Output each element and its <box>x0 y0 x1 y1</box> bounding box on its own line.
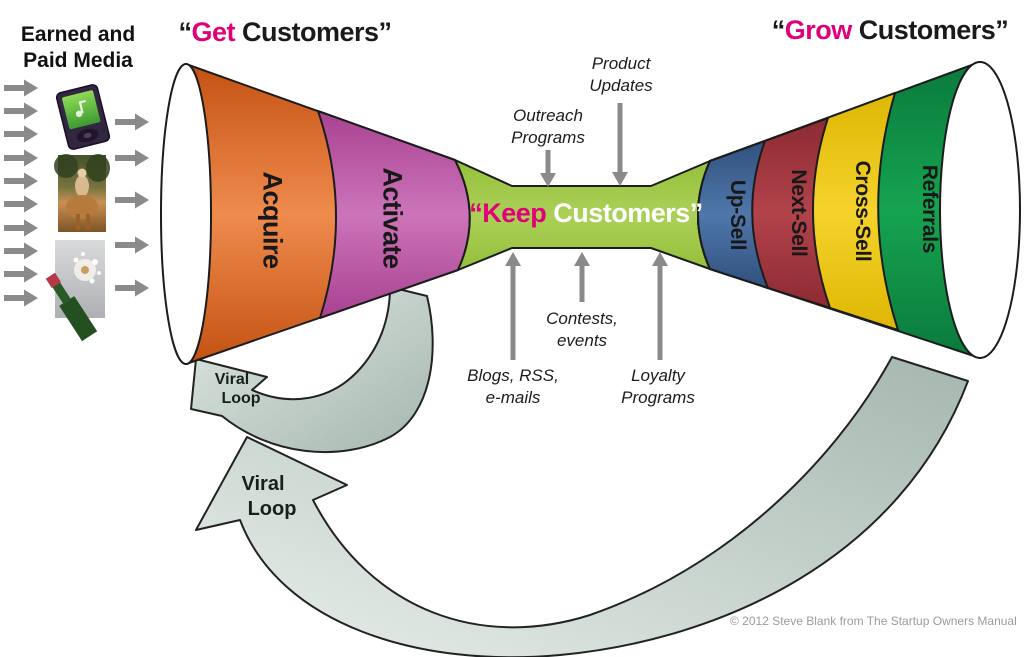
annotation-blogs-rss-emails: Blogs, RSS, e-mails <box>460 365 566 409</box>
get-open-quote: “ <box>178 17 192 47</box>
into-funnel-arrows <box>115 113 149 297</box>
segment-label-cross-sell: Cross-Sell <box>851 160 874 262</box>
viral-loop-small-arrow <box>190 286 434 453</box>
earned-paid-media-line2: Paid Media <box>23 49 133 72</box>
outreach-arrow <box>540 150 556 187</box>
grow-highlight: Grow <box>784 15 853 45</box>
contests-arrow <box>574 252 590 302</box>
earned-paid-media-heading: Earned and Paid Media <box>8 22 148 74</box>
keep-customers-title: “Keep Customers” <box>460 198 712 229</box>
viral-large-line2: Loop <box>247 498 297 520</box>
viral-loop-large-arrow <box>195 356 969 657</box>
right-funnel <box>697 61 1021 359</box>
product-line1: Product <box>591 54 651 73</box>
copyright-text: © 2012 Steve Blank from The Startup Owne… <box>730 614 1017 628</box>
viral-small-line1: Viral <box>214 371 250 388</box>
viral-small-line2: Loop <box>221 390 261 407</box>
get-rest: Customers” <box>234 17 392 47</box>
blogs-line2: e-mails <box>485 388 541 407</box>
segment-label-up-sell: Up-Sell <box>726 179 749 251</box>
inbound-media-arrows <box>4 79 38 307</box>
get-highlight: Get <box>191 17 235 47</box>
segment-label-referrals: Referrals <box>918 164 941 254</box>
loyalty-line1: Loyalty <box>631 366 685 385</box>
left-funnel-mouth <box>160 63 212 365</box>
annotation-arrows <box>505 103 668 360</box>
contests-line2: events <box>556 331 608 350</box>
champagne-photo-icon <box>45 240 105 342</box>
horse-rider-photo-icon <box>54 154 110 232</box>
annotation-outreach-programs: Outreach Programs <box>495 105 601 149</box>
keep-rest: Customers” <box>546 198 703 228</box>
right-funnel-mouth <box>939 61 1021 359</box>
viral-loop-label-large: Viral Loop <box>227 472 299 522</box>
get-customers-title: “Get Customers” <box>170 17 400 48</box>
product-updates-arrow <box>612 103 628 186</box>
annotation-contests-events: Contests, events <box>529 308 635 352</box>
segment-label-activate: Activate <box>377 167 408 269</box>
loyalty-line2: Programs <box>621 388 695 407</box>
segment-label-next-sell: Next-Sell <box>787 169 810 257</box>
segment-up-sell <box>697 140 769 289</box>
grow-open-quote: “ <box>771 15 786 45</box>
blogs-arrow <box>505 252 521 360</box>
annotation-product-updates: Product Updates <box>568 53 674 97</box>
outreach-line2: Programs <box>511 128 585 147</box>
grow-rest: Customers” <box>851 15 1009 45</box>
earned-paid-media-line1: Earned and <box>20 23 136 46</box>
segment-label-acquire: Acquire <box>257 171 288 269</box>
contests-line1: Contests, <box>546 309 618 328</box>
keep-highlight: “Keep <box>469 198 547 228</box>
grow-customers-title: “Grow Customers” <box>770 15 1010 46</box>
viral-loop-label-small: Viral Loop <box>201 370 263 408</box>
annotation-loyalty-programs: Loyalty Programs <box>605 365 711 409</box>
viral-large-line1: Viral <box>241 473 285 495</box>
outreach-line1: Outreach <box>513 106 583 125</box>
blogs-line1: Blogs, RSS, <box>467 366 559 385</box>
music-player-icon <box>55 84 111 150</box>
loyalty-arrow <box>652 252 668 360</box>
product-line2: Updates <box>589 76 653 95</box>
